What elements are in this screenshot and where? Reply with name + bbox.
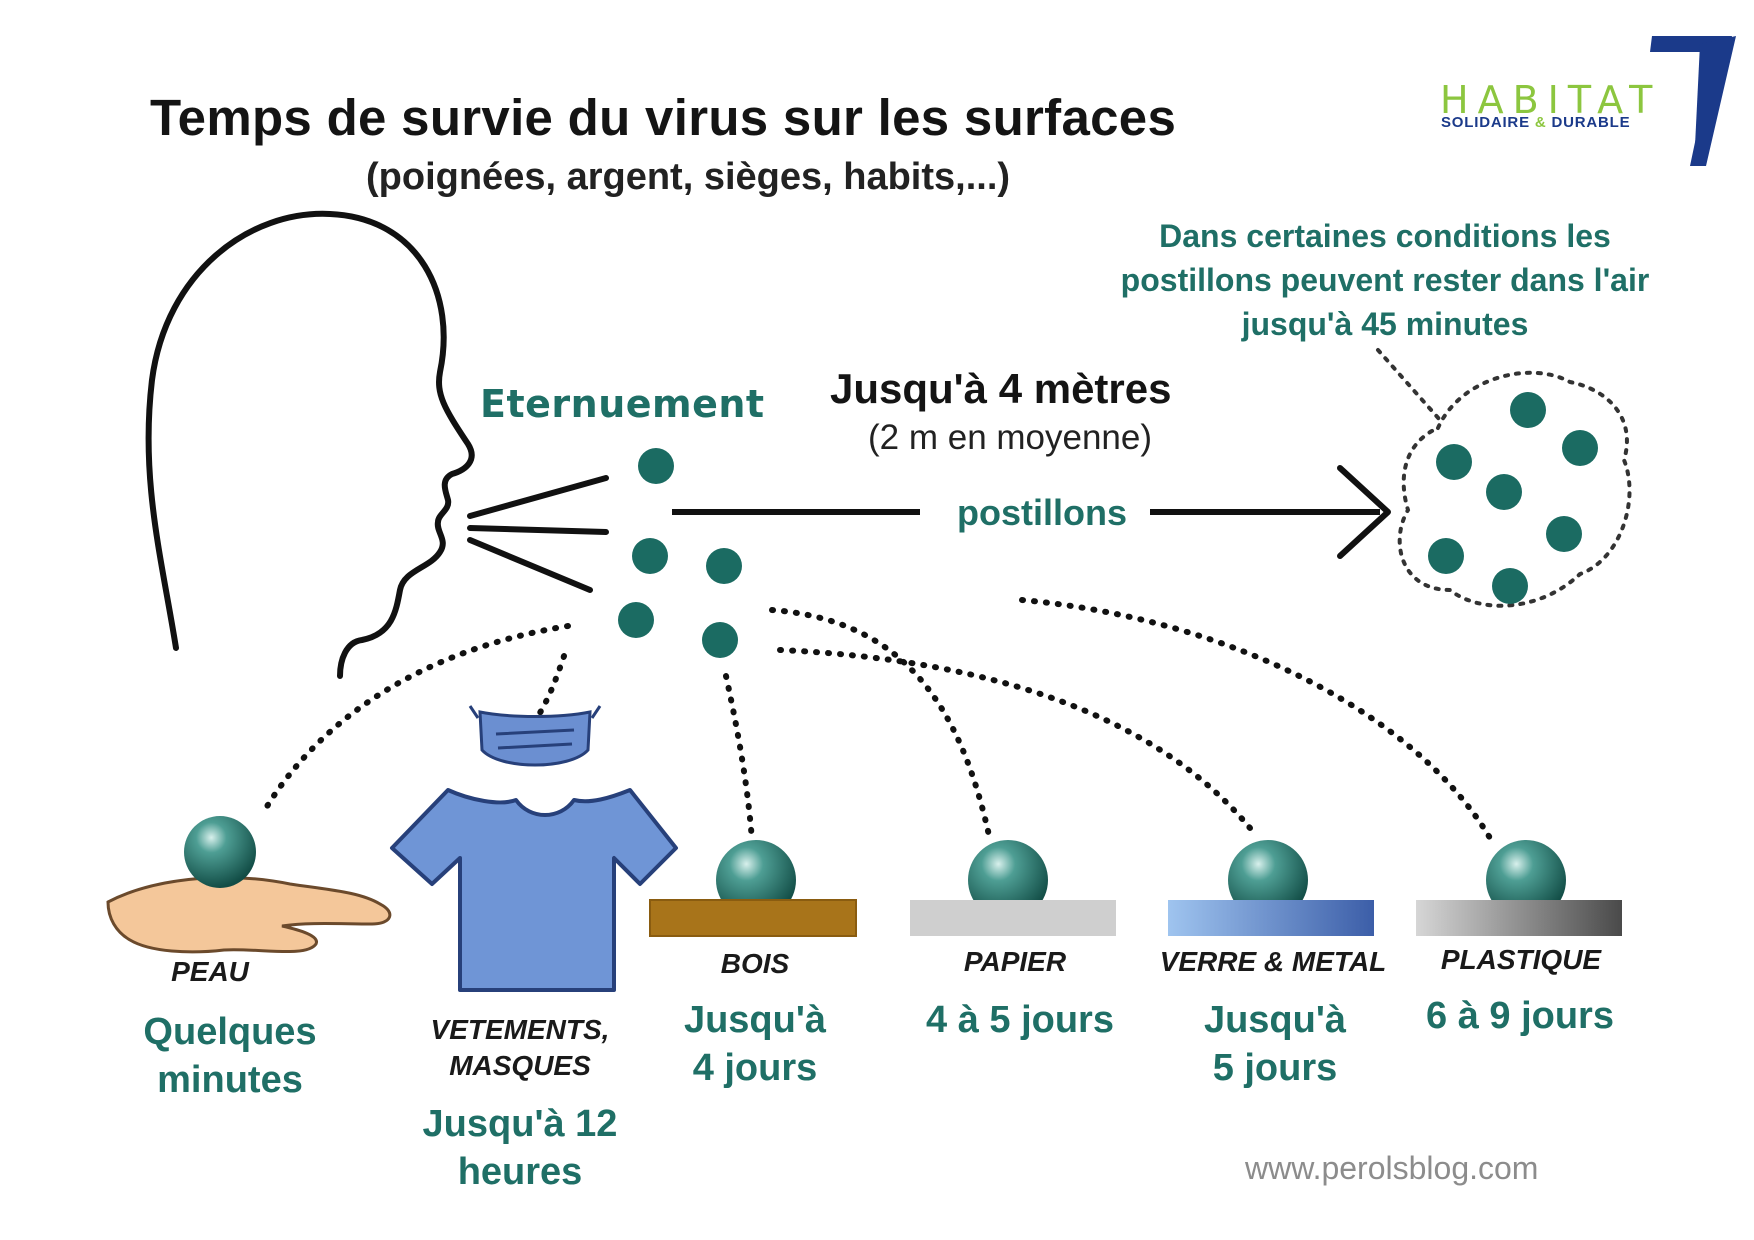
hand-illustration [106, 876, 392, 954]
sneeze-ray [467, 537, 593, 593]
surface-time-clothes: Jusqu'à 12 heures [422, 1103, 618, 1193]
note-leader-dots [1376, 348, 1442, 422]
fall-paths [263, 597, 1493, 843]
distance-main: Jusqu'à 4 mètres [830, 365, 1172, 412]
plastic-surface-bar [1416, 900, 1622, 936]
surface-time-glass-metal: Jusqu'à 5 jours [1203, 999, 1347, 1089]
surface-time-plastic: 6 à 9 jours [1426, 995, 1614, 1037]
head-profile-outline [145, 210, 475, 679]
surface-time-paper: 4 à 5 jours [926, 999, 1114, 1041]
sneeze-ray [467, 525, 609, 535]
wood-surface-bar [649, 899, 857, 937]
logo-tagline-right: DURABLE [1551, 114, 1631, 131]
logo-77-mark [1650, 36, 1736, 166]
droplets-label: postillons [945, 492, 1139, 534]
distance-sub: (2 m en moyenne) [868, 418, 1153, 457]
logo-tagline-amp: & [1534, 114, 1547, 131]
page-subtitle: (poignées, argent, sièges, habits,...) [366, 156, 1011, 198]
mask-illustration [478, 710, 592, 767]
logo-tagline-left: SOLIDAIRE [1441, 114, 1530, 131]
virus-ball-skin [184, 816, 256, 888]
surface-time-wood: Jusqu'à 4 jours [683, 999, 827, 1089]
tshirt-illustration [390, 788, 678, 992]
droplets-near-mouth [618, 448, 742, 658]
sneeze-label: Eternuement [480, 382, 765, 426]
surface-time-skin: Quelques minutes [143, 1011, 317, 1101]
droplets-in-air [1428, 392, 1598, 604]
surface-label-clothes: VETEMENTS, MASQUES [430, 1014, 610, 1081]
surface-label-skin: PEAU [171, 956, 249, 987]
source-watermark: www.perolsblog.com [1245, 1150, 1539, 1186]
paper-surface-bar [910, 900, 1116, 936]
surface-label-glass-metal: VERRE & METAL [1159, 946, 1387, 977]
surface-label-paper: PAPIER [963, 946, 1067, 977]
surface-label-wood: BOIS [720, 948, 790, 979]
surface-label-plastic: PLASTIQUE [1440, 944, 1602, 975]
page-title: Temps de survie du virus sur les surface… [150, 89, 1177, 146]
logo-tagline: SOLIDAIRE & DURABLE [1441, 114, 1630, 131]
air-note: Dans certaines conditions les postillons… [1120, 218, 1650, 342]
sneeze-ray [467, 475, 609, 519]
arrow-head [1337, 465, 1391, 559]
logo-wordmark: HABITAT [1440, 78, 1662, 122]
glass-metal-surface-bar [1168, 900, 1374, 936]
